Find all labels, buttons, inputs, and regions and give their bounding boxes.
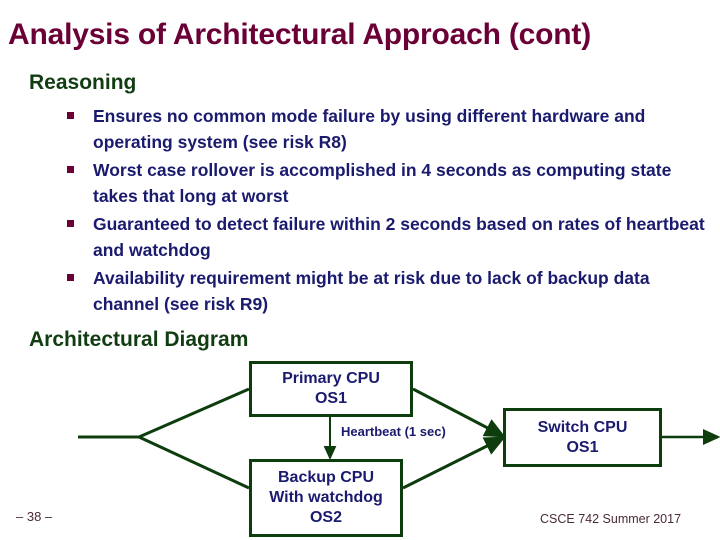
bullet-square-icon xyxy=(67,220,74,227)
diagram-node-backup-cpu[interactable]: Backup CPU With watchdog OS2 xyxy=(249,459,403,537)
diagram-node-primary-cpu[interactable]: Primary CPU OS1 xyxy=(249,361,413,417)
diagram-edge-label-heartbeat: Heartbeat (1 sec) xyxy=(341,424,446,439)
bullet-square-icon xyxy=(67,274,74,281)
list-item-text: Worst case rollover is accomplished in 4… xyxy=(93,160,672,206)
course-footer: CSCE 742 Summer 2017 xyxy=(540,512,682,526)
list-item: Availability requirement might be at ris… xyxy=(66,265,706,317)
architectural-diagram-heading: Architectural Diagram xyxy=(29,328,249,351)
edge-input-to-primary xyxy=(138,387,250,439)
page-title: Analysis of Architectural Approach (cont… xyxy=(8,18,591,51)
reasoning-bullet-list: Ensures no common mode failure by using … xyxy=(66,103,706,319)
edge-backup-to-switch xyxy=(402,436,506,490)
edge-input-to-backup xyxy=(138,435,250,490)
list-item: Ensures no common mode failure by using … xyxy=(66,103,706,155)
diagram-node-label: Primary CPU OS1 xyxy=(282,370,380,407)
list-item-text: Guaranteed to detect failure within 2 se… xyxy=(93,214,705,260)
diagram-node-label: Switch CPU OS1 xyxy=(537,418,628,456)
edge-primary-to-switch xyxy=(412,387,506,438)
list-item: Worst case rollover is accomplished in 4… xyxy=(66,157,706,209)
reasoning-heading: Reasoning xyxy=(29,71,137,94)
list-item-text: Availability requirement might be at ris… xyxy=(93,268,650,314)
diagram-node-label: Backup CPU With watchdog OS2 xyxy=(269,469,383,526)
bullet-square-icon xyxy=(67,112,74,119)
list-item-text: Ensures no common mode failure by using … xyxy=(93,106,646,152)
bullet-square-icon xyxy=(67,166,74,173)
architectural-diagram: Primary CPU OS1 Backup CPU With watchdog… xyxy=(0,352,720,540)
page-number: – 38 – xyxy=(16,509,53,524)
list-item: Guaranteed to detect failure within 2 se… xyxy=(66,211,706,263)
diagram-node-switch-cpu[interactable]: Switch CPU OS1 xyxy=(503,408,662,467)
diagram-connectors xyxy=(78,387,720,490)
